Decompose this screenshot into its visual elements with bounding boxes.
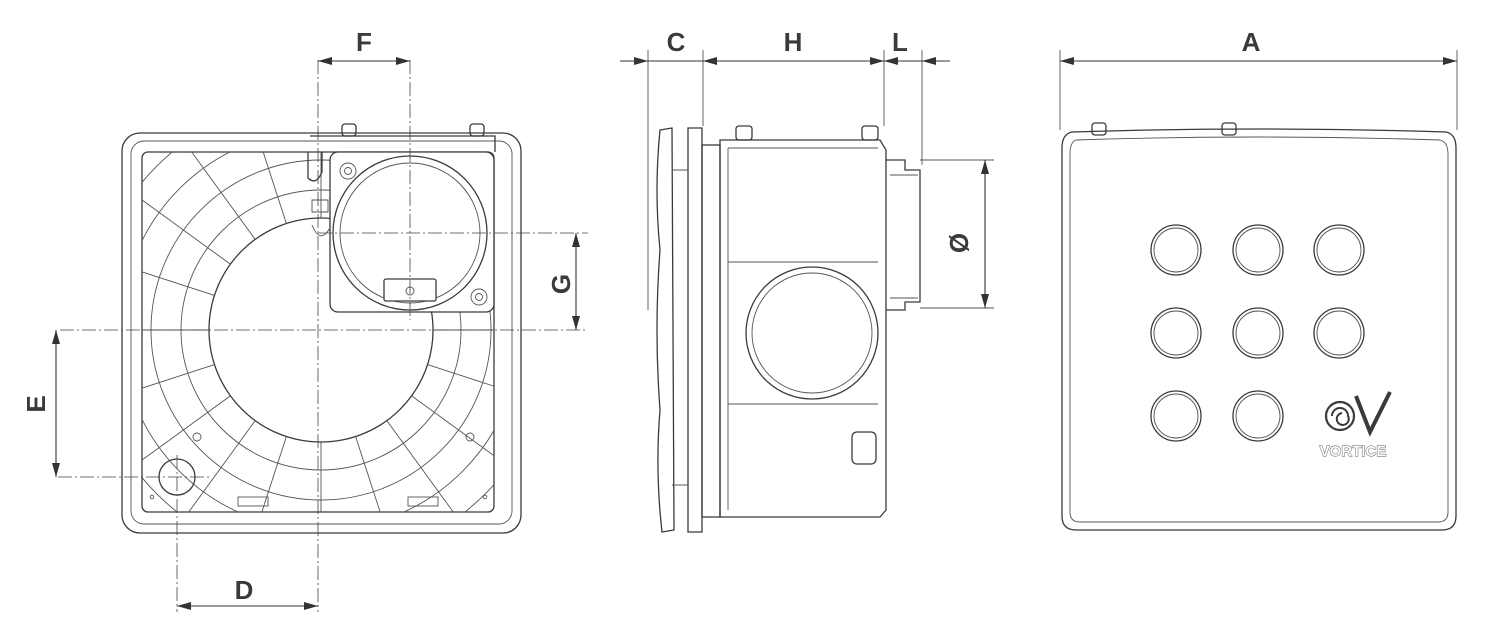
control-button-ring [1313,307,1365,359]
control-button-ring [1150,307,1202,359]
grille-spoke [427,364,494,424]
dimension-label-c: C [667,27,686,57]
side-view [656,125,921,533]
control-button-ring [1153,393,1199,439]
dimension-e: E [21,330,60,477]
grille-spoke [355,436,415,512]
control-button-ring [1232,307,1284,359]
grille-spoke [227,436,287,512]
control-button-ring [1316,227,1362,273]
dimension-f: F [318,27,410,65]
dimension-label-f: F [356,27,372,57]
button-grid [1150,224,1365,442]
control-button-ring [1235,310,1281,356]
control-button-ring [1232,390,1284,442]
dimension-label-l: L [892,27,908,57]
control-button-ring [1232,224,1284,276]
control-button-ring [1153,310,1199,356]
control-button-ring [1150,224,1202,276]
dimension-c-h-l: C H L [620,27,950,310]
rear-view [58,60,588,612]
control-button-ring [1316,310,1362,356]
grille-spoke [411,395,494,507]
grille-spoke [386,420,494,512]
grille-spoke [144,152,256,240]
dimension-label-d: D [235,575,254,605]
control-button-ring [1235,393,1281,439]
dimension-label-diameter: Ø [944,233,974,253]
grille-spoke [227,152,287,224]
grille-spoke [142,364,215,424]
grille-spoke [142,236,215,296]
dimension-g: G [546,233,580,330]
front-view: VORTICE [1061,122,1457,531]
mount-tab [310,123,496,152]
grille-spoke [142,395,231,507]
control-button-ring [1153,227,1199,273]
brand-name: VORTICE [1320,443,1387,460]
control-button-ring [1150,390,1202,442]
control-button-ring [1313,224,1365,276]
dimension-label-e: E [21,395,51,412]
dimension-diameter: Ø [920,159,994,309]
dimension-label-h: H [784,27,803,57]
vortice-logo: VORTICE [1319,391,1392,460]
dimension-a: A [1059,27,1458,130]
dimension-label-g: G [546,274,576,294]
grille-spoke [142,153,231,265]
dimension-label-a: A [1242,27,1261,57]
control-button-ring [1235,227,1281,273]
grille-spoke [144,420,256,512]
dimension-d: D [177,575,318,610]
